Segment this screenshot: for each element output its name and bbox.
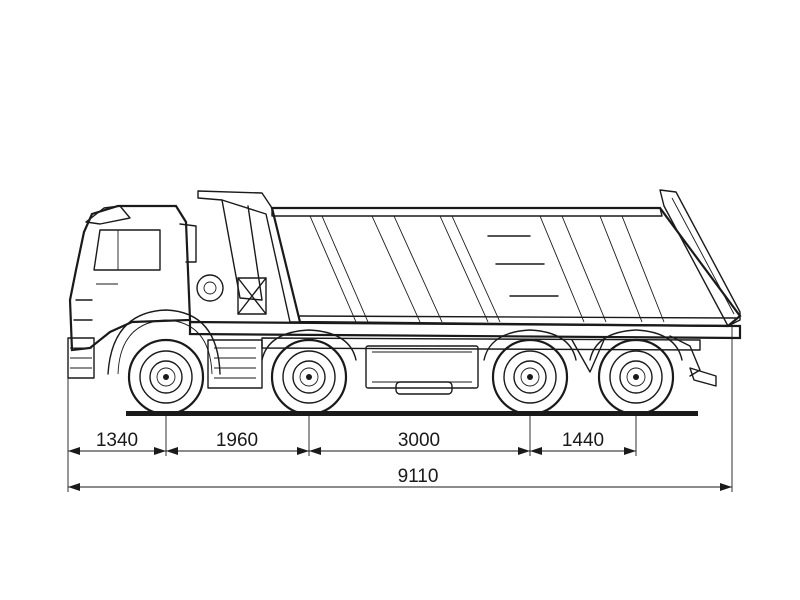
- wheel-4: [597, 338, 675, 416]
- dim-wheelbase-3-4: 1440: [562, 430, 604, 451]
- truck-cab: [67, 204, 221, 379]
- chassis-frame: [188, 274, 742, 395]
- dim-overall-length: 9110: [398, 466, 439, 487]
- fender-3: [483, 329, 577, 361]
- dim-wheelbase-2-3: 3000: [398, 430, 440, 451]
- fender-2: [261, 329, 357, 361]
- dim-front-overhang: 1340: [96, 430, 138, 451]
- dump-body: [197, 189, 742, 328]
- ground-line: [126, 411, 698, 416]
- dim-wheelbase-1-2: 1960: [216, 430, 258, 451]
- wheel-2: [270, 338, 348, 416]
- fender-4: [589, 329, 683, 361]
- wheel-3: [491, 338, 569, 416]
- dimension-lines: [67, 326, 733, 492]
- wheel-1: [127, 338, 205, 416]
